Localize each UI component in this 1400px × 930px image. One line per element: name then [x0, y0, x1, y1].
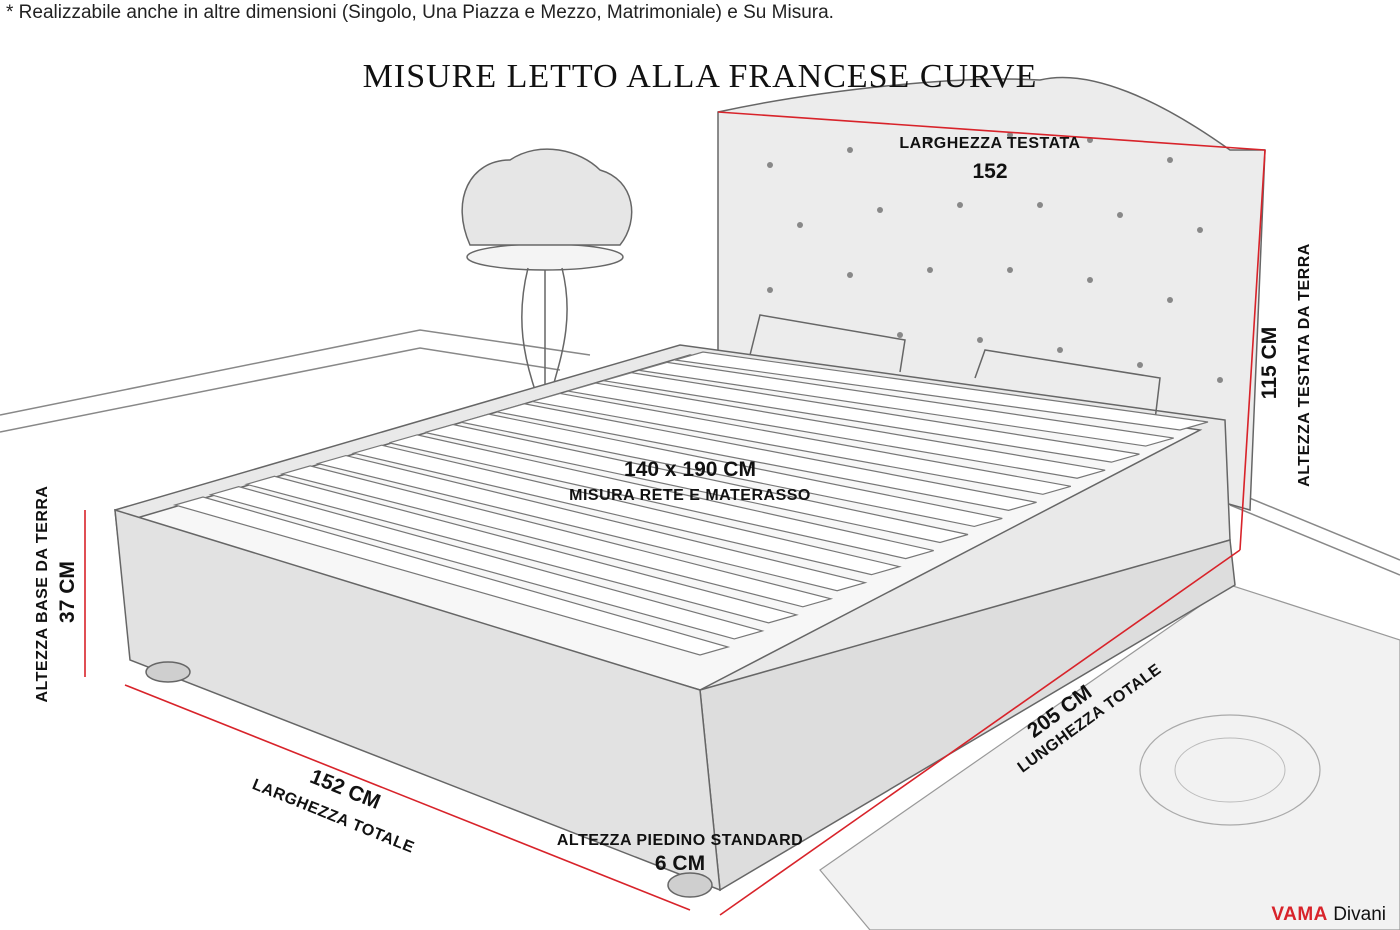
slat [315, 454, 868, 592]
slat [279, 465, 834, 608]
headboard-height-value: 115 CM [1258, 326, 1281, 400]
slat [424, 423, 969, 544]
base-height-label: ALTEZZA BASE DA TERRA [34, 485, 51, 703]
total-length-line [719, 549, 1241, 916]
side-table-sketch [461, 148, 633, 391]
headboard-width-label: LARGHEZZA TESTATA [899, 135, 1081, 152]
slat [567, 382, 1106, 479]
availability-note: * Realizzabile anche in altre dimensioni… [6, 2, 834, 23]
headboard-width-line [717, 111, 1266, 151]
brand-logo-mark: VAMA [1271, 904, 1328, 925]
brand-logo: VAMA Divani [1271, 904, 1386, 926]
slat [496, 403, 1037, 511]
foot-height-label: ALTEZZA PIEDINO STANDARD [556, 832, 804, 849]
room-sketch [0, 329, 1400, 576]
slats-group [172, 351, 1209, 656]
headboard-width-value: 152 [972, 160, 1008, 183]
mattress-size-value: 140 x 190 CM [624, 458, 756, 481]
brand-logo-sub: Divani [1333, 904, 1386, 925]
mattress-size-label: MISURA RETE E MATERASSO [569, 487, 811, 504]
slat [639, 361, 1174, 447]
page-title: MISURE LETTO ALLA FRANCESE CURVE [362, 58, 1038, 95]
rug-sketch [819, 584, 1400, 930]
slat [603, 372, 1140, 463]
dimension-lines [84, 111, 1266, 916]
slat [351, 444, 902, 576]
total-width-line [124, 684, 691, 911]
base-height-value: 37 CM [56, 561, 79, 623]
headboard-height-label: ALTEZZA TESTATA DA TERRA [1296, 243, 1313, 487]
slat [460, 413, 1003, 528]
headboard-height-line [1239, 149, 1266, 551]
slat [674, 351, 1209, 431]
foot-height-value: 6 CM [654, 852, 706, 875]
slat [172, 496, 731, 656]
slat [531, 392, 1072, 495]
slat [208, 486, 765, 640]
slat [389, 434, 934, 560]
slat [244, 475, 799, 624]
